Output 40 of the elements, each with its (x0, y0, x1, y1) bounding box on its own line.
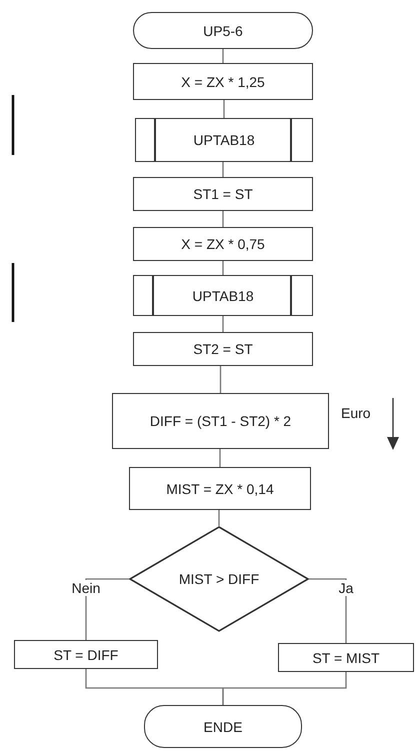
connector-line (222, 211, 224, 227)
subroutine-box (133, 275, 313, 316)
connector-line (222, 261, 224, 275)
connector-line (309, 578, 347, 643)
terminator-shape (133, 12, 313, 49)
connector-line (222, 672, 347, 705)
node-text: ST2 = ST (193, 341, 253, 357)
process-box (133, 227, 313, 261)
connector-line (220, 366, 222, 393)
node-text: ENDE (204, 718, 242, 734)
node-text: X = ZX * 0,75 (181, 236, 265, 252)
process-box (129, 467, 311, 510)
process-box (133, 332, 313, 366)
connector-line (222, 49, 224, 63)
node-text: DIFF = (ST1 - ST2) * 2 (150, 413, 292, 429)
node-text: MIST = ZX * 0,14 (166, 480, 274, 496)
connector-line (218, 510, 220, 526)
edge-label: Ja (336, 580, 356, 596)
edge-label: Nein (70, 580, 102, 596)
process-box (112, 393, 329, 449)
process-box (133, 63, 313, 100)
node-text: MIST > DIFF (178, 571, 260, 587)
node-text: ST = MIST (312, 650, 380, 666)
note-text: Euro (341, 405, 371, 421)
connector-line (219, 449, 221, 467)
process-box (278, 643, 414, 672)
node-text: UP5-6 (203, 22, 243, 38)
terminator-shape (144, 705, 302, 748)
decision-diamond (129, 526, 309, 632)
process-box (133, 177, 313, 211)
node-text: UPTAB18 (192, 288, 254, 304)
connector-line (222, 316, 224, 332)
subroutine-box (135, 118, 313, 162)
process-box (14, 640, 158, 669)
node-text: X = ZX * 1,25 (181, 74, 265, 90)
node-text: ST = DIFF (54, 646, 118, 662)
node-text: ST1 = ST (193, 186, 253, 202)
node-text: UPTAB18 (193, 132, 255, 148)
connector-line (223, 100, 225, 118)
connector-line (222, 162, 224, 177)
